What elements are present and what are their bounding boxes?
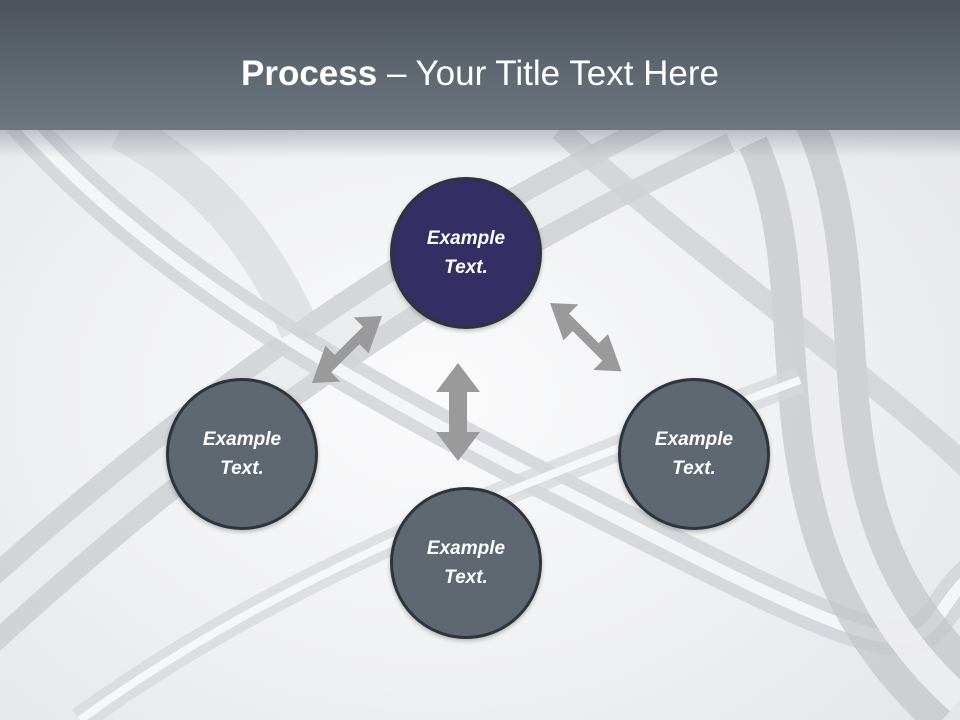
arrow-top-left [312, 316, 382, 383]
node-top-line1: Example [426, 228, 506, 249]
title-bold: Process [241, 54, 378, 93]
node-top-line2: Text. [444, 257, 488, 278]
title-rest: – Your Title Text Here [377, 54, 719, 93]
node-left-line1: Example [202, 429, 282, 450]
process-node-left: Example Text. [166, 378, 318, 530]
process-node-right: Example Text. [618, 378, 770, 530]
arrow-vertical [436, 363, 480, 461]
slide-title: Process – Your Title Text Here [0, 52, 960, 96]
node-bottom-line2: Text. [444, 567, 488, 588]
header-fade [0, 118, 960, 158]
node-right-line2: Text. [672, 458, 716, 479]
node-bottom-line1: Example [426, 538, 506, 559]
arrow-top-right [550, 303, 622, 372]
node-right-line1: Example [654, 429, 734, 450]
process-node-bottom: Example Text. [390, 487, 542, 639]
header-bar [0, 0, 960, 130]
node-left-line2: Text. [220, 458, 264, 479]
process-node-top: Example Text. [390, 177, 542, 329]
